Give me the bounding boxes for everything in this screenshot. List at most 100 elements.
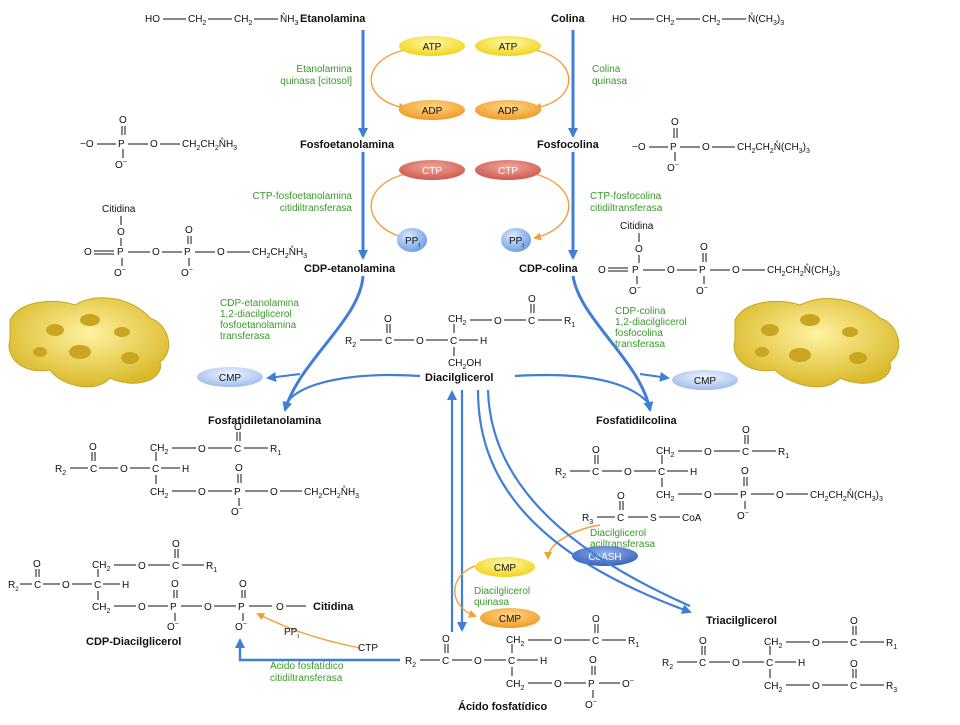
- svg-text:CH2: CH2: [92, 560, 110, 573]
- enzyme-ctp-fosfoetanolamina: CTP-fosfoetanolamina citidiltransferasa: [253, 191, 353, 214]
- svg-text:R1: R1: [270, 444, 281, 457]
- ppi-pill-left: PPi: [397, 228, 427, 252]
- svg-text:O: O: [84, 247, 92, 258]
- svg-text:P: P: [117, 247, 124, 258]
- ctp-label: CTP: [358, 643, 378, 654]
- svg-text:O: O: [198, 444, 206, 455]
- svg-text:CH2: CH2: [448, 314, 466, 327]
- svg-text:C: C: [658, 467, 665, 478]
- svg-text:citidiltransferasa: citidiltransferasa: [280, 203, 353, 214]
- svg-text:P: P: [118, 139, 125, 150]
- svg-text:O: O: [33, 559, 41, 570]
- svg-text:CH2: CH2: [150, 487, 168, 500]
- svg-text:C: C: [592, 467, 599, 478]
- svg-text:R3: R3: [582, 513, 593, 526]
- svg-text:CMP: CMP: [499, 614, 522, 625]
- svg-text:CH2: CH2: [188, 14, 206, 27]
- fosfatidiletanolamina-structure: R2 C O O C H CH2 O C O R1 CH2 O P O O− O: [55, 422, 359, 518]
- svg-text:CH2CH2N̊H3: CH2CH2N̊H3: [252, 244, 307, 260]
- svg-text:−O: −O: [632, 142, 646, 153]
- enzyme-ctp-fosfocolina: CTP-fosfocolina citidiltransferasa: [590, 191, 663, 214]
- svg-text:R2: R2: [405, 656, 416, 669]
- svg-text:R2: R2: [8, 580, 19, 593]
- svg-text:O: O: [198, 487, 206, 498]
- svg-text:ATP: ATP: [499, 42, 518, 53]
- svg-text:O−: O−: [629, 285, 641, 297]
- svg-text:O−: O−: [181, 267, 193, 279]
- fosfatidiletanolamina-label: Fosfatidiletanolamina: [208, 415, 322, 427]
- svg-text:O: O: [624, 467, 632, 478]
- cdp-etanolamina-label: CDP-etanolamina: [304, 263, 396, 275]
- triacilglicerol-structure: R2 C O O C H CH2 O C O R1 CH2 O C O R3: [662, 616, 897, 694]
- svg-text:O: O: [89, 442, 97, 453]
- svg-text:R1: R1: [206, 561, 217, 574]
- fosfatidilcolina-label: Fosfatidilcolina: [596, 415, 678, 427]
- svg-text:O: O: [671, 117, 679, 128]
- enzyme-cdp-etanolamina-transferasa: CDP-etanolamina 1,2-diacilglicerol fosfo…: [220, 298, 299, 342]
- svg-text:CH2: CH2: [702, 14, 720, 27]
- svg-text:Citidina: Citidina: [620, 221, 654, 232]
- svg-text:O−: O−: [167, 621, 179, 633]
- svg-text:O: O: [384, 314, 392, 325]
- svg-text:HO: HO: [612, 14, 627, 25]
- svg-text:Citidina: Citidina: [102, 204, 136, 215]
- svg-text:O: O: [117, 227, 125, 238]
- svg-text:P: P: [588, 679, 595, 690]
- svg-text:Diacilglicerol: Diacilglicerol: [474, 586, 530, 597]
- svg-text:O: O: [204, 602, 212, 613]
- svg-text:CH2: CH2: [656, 490, 674, 503]
- svg-text:CH2: CH2: [234, 14, 252, 27]
- adp-pill-left: ADP: [399, 100, 465, 120]
- svg-text:C: C: [90, 464, 97, 475]
- enzyme-acido-fosfatidico-citidiltransferasa: Ácido fosfatídico citidiltransferasa: [270, 659, 344, 684]
- arrow-to-pe: [282, 275, 365, 412]
- svg-text:ADP: ADP: [422, 106, 443, 117]
- diacilglicerol-label: Diacilglicerol: [425, 372, 493, 384]
- svg-text:C: C: [34, 580, 41, 591]
- ppi-pill-right: PPi: [501, 228, 531, 252]
- citidina-label-cdpdag: Citidina: [313, 601, 354, 613]
- svg-text:S: S: [650, 513, 657, 524]
- svg-text:O: O: [239, 579, 247, 590]
- dag-to-pe: [284, 373, 421, 406]
- svg-text:O−: O−: [114, 267, 126, 279]
- svg-text:C: C: [592, 636, 599, 647]
- triacilglicerol-label: Triacilglicerol: [706, 615, 777, 627]
- arrow-cmp-right: [639, 371, 670, 382]
- svg-text:Colina: Colina: [592, 64, 621, 75]
- svg-text:CH2OH: CH2OH: [448, 358, 481, 371]
- svg-text:O: O: [234, 422, 242, 433]
- svg-text:O−: O−: [737, 510, 749, 522]
- svg-text:O: O: [494, 316, 502, 327]
- svg-text:O: O: [185, 225, 193, 236]
- svg-text:P: P: [184, 247, 191, 258]
- svg-text:O: O: [742, 425, 750, 436]
- svg-text:O: O: [217, 247, 225, 258]
- svg-text:CH2CH2N̊(CH3)3: CH2CH2N̊(CH3)3: [810, 487, 883, 503]
- svg-text:O: O: [592, 445, 600, 456]
- svg-text:O: O: [699, 636, 707, 647]
- svg-text:O: O: [812, 638, 820, 649]
- svg-text:CMP: CMP: [219, 373, 242, 384]
- svg-text:C: C: [617, 513, 624, 524]
- svg-text:CTP-fosfocolina: CTP-fosfocolina: [590, 191, 662, 202]
- svg-text:C: C: [450, 336, 457, 347]
- svg-text:O: O: [700, 242, 708, 253]
- svg-text:H: H: [690, 467, 697, 478]
- svg-text:O: O: [138, 561, 146, 572]
- svg-text:CDP-etanolamina: CDP-etanolamina: [220, 298, 299, 309]
- enzyme-diacilglicerol-quinasa: Diacilglicerol quinasa: [474, 586, 530, 608]
- svg-text:CTP-fosfoetanolamina: CTP-fosfoetanolamina: [253, 191, 353, 202]
- svg-text:P: P: [238, 602, 245, 613]
- arrow-pa-to-cdpdag: [235, 638, 400, 662]
- svg-text:O: O: [528, 294, 536, 305]
- svg-text:fosfoetanolamina: fosfoetanolamina: [220, 320, 297, 331]
- svg-text:R2: R2: [345, 336, 356, 349]
- svg-text:N̊(CH3)3: N̊(CH3)3: [748, 11, 784, 27]
- svg-text:C: C: [766, 658, 773, 669]
- svg-text:P: P: [740, 490, 747, 501]
- svg-text:O: O: [617, 491, 625, 502]
- svg-text:1,2-diacilglicerol: 1,2-diacilglicerol: [220, 309, 292, 320]
